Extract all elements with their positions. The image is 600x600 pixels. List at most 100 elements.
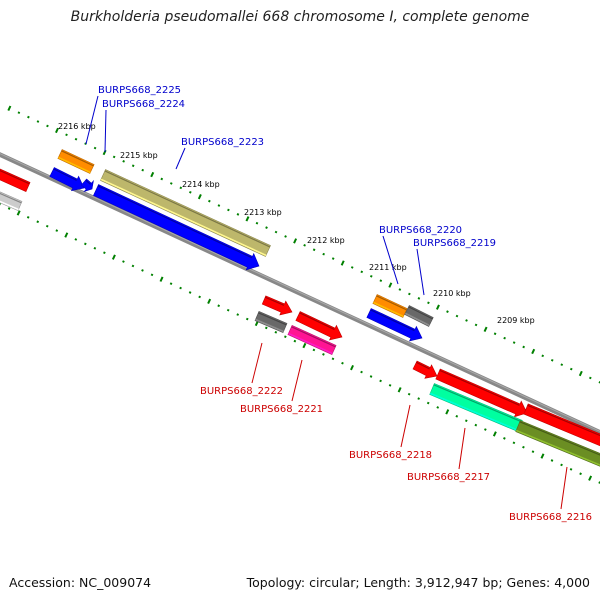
gene-edge-red-body [0, 168, 31, 192]
gene-burps668-2221-red-shadow [299, 312, 335, 331]
tick-mark [188, 190, 192, 194]
tick-mark [245, 216, 250, 222]
tick-mark [417, 297, 421, 300]
scale-label: 2215 kbp [120, 151, 158, 160]
tick-mark [350, 364, 354, 371]
gene-burps668-2222-red-body [261, 295, 293, 316]
tick-mark [588, 475, 593, 481]
gene-burps668-2216 [515, 420, 600, 467]
gene-burps668-2224-small-shine [81, 183, 88, 189]
tick-mark [388, 282, 393, 288]
tick-mark [531, 348, 536, 355]
gene-burps668-2221-red [295, 311, 343, 341]
tick-mark [274, 230, 278, 234]
tick-mark [274, 330, 278, 334]
gene-burps668-2216-red [523, 403, 600, 447]
tick-mark [36, 120, 40, 123]
tick-mark [265, 226, 268, 229]
tick-mark [74, 238, 78, 241]
scale-label: 2210 kbp [433, 289, 471, 298]
gene-burps668-2219-gray-shadow [408, 306, 433, 320]
gene-burps668-2218-shadow [439, 369, 520, 406]
tick-mark [122, 159, 125, 163]
tick-mark [398, 288, 402, 291]
gene-label-bottom: BURPS668_2221 [240, 404, 323, 415]
scale-label: 2216 kbp [58, 122, 96, 131]
tick-mark [379, 379, 382, 383]
gene-edge-gray-shadow [0, 192, 22, 204]
gene-burps668-2224 [49, 167, 85, 192]
gene-burps668-2218-small-shadow [416, 361, 430, 370]
tick-mark [550, 358, 554, 362]
gene-burps668-2219-shine [367, 315, 412, 338]
gene-burps668-2218-body [435, 368, 528, 418]
leader-line-bottom [291, 359, 303, 402]
tick-mark [503, 336, 506, 340]
tick-mark [64, 232, 69, 238]
gene-burps668-2225-body [57, 149, 95, 174]
gene-burps668-2224-shadow [53, 168, 77, 181]
tick-mark [493, 332, 497, 336]
gene-burps668-2220-shadow [376, 295, 407, 311]
tick-mark [65, 133, 68, 137]
gene-burps668-2221 [287, 325, 337, 355]
tick-mark [312, 348, 316, 352]
gene-burps668-2216-shine [515, 429, 600, 466]
tick-mark [465, 319, 468, 322]
tick-mark [569, 468, 573, 471]
gene-burps668-2216-body [515, 420, 600, 467]
tick-mark [302, 342, 307, 349]
tick-mark [464, 419, 468, 423]
gene-burps668-2223-shadow [97, 185, 253, 259]
scale-label: 2214 kbp [182, 180, 220, 189]
tick-mark [341, 361, 344, 365]
tick-mark [560, 363, 564, 367]
gene-burps668-2223-body [93, 184, 260, 271]
leader-line-bottom [400, 404, 411, 448]
gene-burps668-2221-red-shine [296, 318, 332, 337]
gene-burps668-2219 [366, 308, 423, 342]
gene-burps668-2222-red [261, 295, 293, 316]
tick-mark [150, 273, 154, 277]
tick-mark [455, 414, 459, 418]
tick-mark [417, 397, 421, 400]
tick-mark [284, 235, 287, 238]
tick-mark [198, 295, 201, 299]
tick-mark [322, 353, 325, 356]
gene-burps668-2221-body [287, 325, 337, 355]
gene-label-bottom: BURPS668_2216 [509, 512, 592, 523]
gene-burps668-2221-red-body [295, 311, 343, 341]
tick-mark [474, 423, 478, 427]
leader-line-top [104, 109, 107, 153]
gene-label-top: BURPS668_2224 [102, 99, 185, 110]
leader-line-top [85, 95, 99, 145]
tick-mark [179, 186, 183, 190]
gene-burps668-2224-body [49, 167, 85, 192]
gene-burps668-2219-gray-body [404, 305, 434, 327]
tick-mark [436, 406, 440, 409]
tick-mark [112, 155, 116, 159]
scale-label: 2211 kbp [369, 263, 407, 272]
gene-burps668-2222-red-shadow [264, 296, 285, 306]
tick-mark [264, 326, 268, 330]
gene-burps668-2218-small-shine [413, 367, 428, 376]
tick-mark [427, 301, 430, 305]
tick-mark [397, 387, 402, 393]
tick-mark [531, 450, 535, 453]
tick-mark [350, 266, 354, 269]
gene-burps668-2216-red-shadow [527, 404, 600, 437]
leader-line-top [416, 248, 425, 296]
gene-burps668-2216-shadow [519, 421, 600, 456]
tick-mark [169, 182, 173, 185]
gene-burps668-2223-shine [93, 193, 249, 267]
tick-mark [74, 137, 78, 141]
tick-mark [284, 335, 287, 339]
tick-mark [55, 127, 59, 134]
tick-mark [340, 260, 345, 266]
tick-mark [331, 357, 335, 361]
gene-burps668-2223-olive [100, 169, 271, 257]
gene-burps668-2225 [57, 149, 95, 174]
tick-mark [93, 146, 97, 150]
gene-burps668-2217-body [429, 383, 523, 432]
